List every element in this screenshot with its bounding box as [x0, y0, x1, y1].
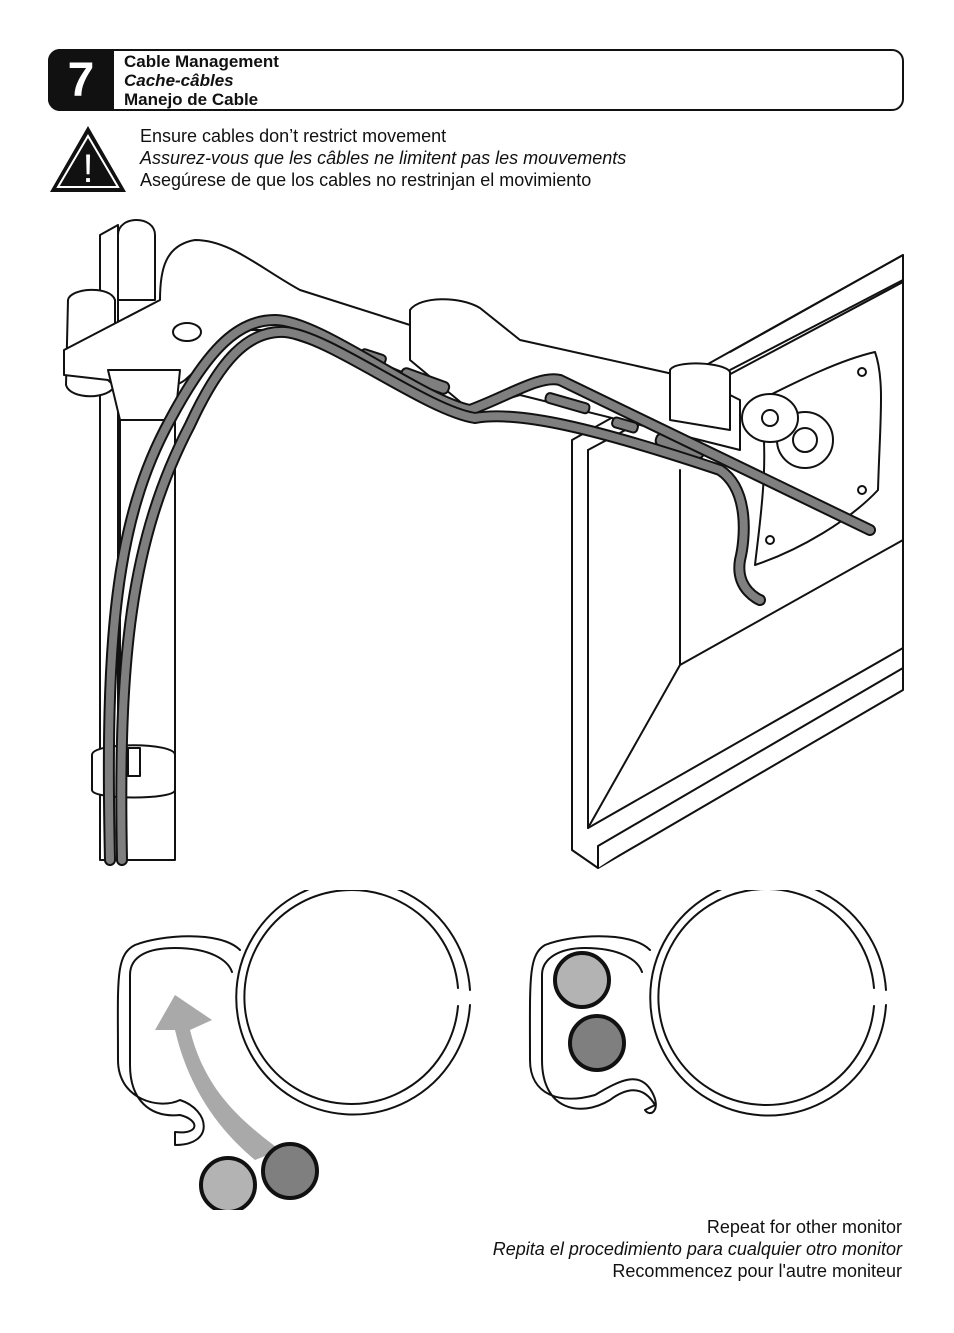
repeat-note: Repeat for other monitor Repita el proce…	[493, 1216, 902, 1282]
cables	[102, 314, 876, 866]
repeat-text-fr: Recommencez pour l'autre moniteur	[612, 1261, 902, 1281]
step-title-es: Manejo de Cable	[124, 90, 259, 109]
step-number-badge: 7	[48, 49, 114, 111]
warning-triangle-icon: !	[50, 126, 126, 192]
step-titles: Cable Management Cache-câbles Manejo de …	[124, 52, 279, 109]
warning-text-fr: Assurez-vous que les câbles ne limitent …	[140, 148, 627, 168]
step-title-fr: Cache-câbles	[124, 71, 234, 90]
cable-dark-right	[568, 1014, 626, 1072]
cable-dark-left	[261, 1142, 319, 1200]
warning-text-es: Asegúrese de que los cables no restrinja…	[140, 170, 592, 190]
vesa-plate	[741, 351, 882, 566]
warning-text: Ensure cables don’t restrict movement As…	[140, 125, 626, 191]
step-title-en: Cable Management	[124, 52, 279, 71]
repeat-text-en: Repeat for other monitor	[706, 1217, 902, 1237]
warning-glyph: !	[82, 147, 93, 191]
repeat-text-es: Repita el procedimiento para cualquier o…	[492, 1239, 902, 1259]
section-after	[528, 890, 887, 1117]
cable-light-left	[199, 1156, 257, 1210]
routing-arrow-icon	[155, 995, 280, 1160]
step-header: 7 Cable Management Cache-câbles Manejo d…	[48, 49, 904, 111]
monitor-arm-cable-illustration	[63, 219, 904, 869]
cable-light-right	[553, 951, 611, 1009]
cable-routing-sections	[116, 890, 887, 1210]
section-before	[116, 890, 471, 1210]
warning-text-en: Ensure cables don’t restrict movement	[140, 126, 447, 146]
